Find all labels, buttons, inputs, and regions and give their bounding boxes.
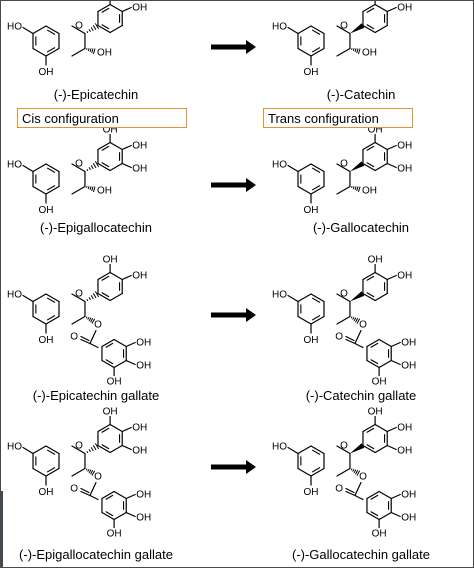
ester-oxygen-label: O	[359, 472, 367, 483]
ester-oxygen-label: O	[94, 320, 102, 331]
hydroxyl-5prime-label: OH	[397, 164, 412, 175]
galloyl-hydroxyl-label: OH	[401, 338, 416, 349]
galloyl-hydroxyl-label: OH	[372, 529, 387, 540]
compound-name-right: (-)-Gallocatechin gallate	[292, 547, 430, 562]
galloyl-hydroxyl-label: OH	[107, 529, 122, 540]
hydroxyl-5-label: OH	[304, 335, 319, 346]
ring-oxygen-label: O	[340, 159, 348, 170]
hydroxyl-5prime-label: OH	[132, 164, 147, 175]
hydroxyl-7-label: HO	[7, 22, 22, 33]
galloyl-hydroxyl-label: OH	[136, 361, 151, 372]
hydroxyl-7-label: HO	[7, 160, 22, 171]
galloyl-hydroxyl-label: OH	[401, 513, 416, 524]
hydroxyl-7-label: HO	[272, 442, 287, 453]
hydroxyl-4prime-label: OH	[397, 423, 412, 434]
hydroxyl-3-label: OH	[97, 48, 112, 59]
compound-name-left: (-)-Epigallocatechin gallate	[19, 547, 173, 562]
ring-oxygen-label: O	[75, 289, 83, 300]
hydroxyl-3prime-label: OH	[103, 407, 118, 418]
compound-name-left: (-)-Epicatechin gallate	[33, 388, 159, 403]
hydroxyl-5-label: OH	[39, 205, 54, 216]
right-arrow-icon	[211, 40, 256, 54]
hydroxyl-5-label: OH	[304, 487, 319, 498]
hydroxyl-5-label: OH	[39, 67, 54, 78]
structure-left-2: O HO OH OH OH OH OH	[7, 125, 147, 217]
right-arrow-icon	[211, 178, 256, 192]
hydroxyl-3prime-label: OH	[368, 407, 383, 418]
hydroxyl-5prime-label: OH	[397, 446, 412, 457]
ester-oxygen-label: O	[359, 320, 367, 331]
hydroxyl-4prime-label: OH	[397, 141, 412, 152]
hydroxyl-3prime-label: OH	[368, 255, 383, 266]
hydroxyl-7-label: HO	[7, 442, 22, 453]
hydroxyl-3-label: OH	[362, 48, 377, 59]
hydroxyl-4prime-label: OH	[132, 3, 147, 14]
galloyl-hydroxyl-label: OH	[401, 361, 416, 372]
carbonyl-oxygen-label: O	[70, 484, 78, 495]
hydroxyl-4prime-label: OH	[132, 423, 147, 434]
hydroxyl-5prime-label: OH	[132, 446, 147, 457]
compound-name-right: (-)-Catechin gallate	[306, 388, 417, 403]
compound-name-right: (-)-Catechin	[327, 87, 396, 102]
hydroxyl-7-label: HO	[272, 160, 287, 171]
trans-configuration-label: Trans configuration	[263, 108, 413, 128]
compound-name-left: (-)-Epigallocatechin	[40, 220, 152, 235]
right-arrow-icon	[211, 460, 256, 474]
ring-oxygen-label: O	[75, 21, 83, 32]
hydroxyl-3prime-label: OH	[103, 125, 118, 136]
ring-oxygen-label: O	[75, 159, 83, 170]
ring-oxygen-label: O	[340, 21, 348, 32]
hydroxyl-4prime-label: OH	[132, 141, 147, 152]
hydroxyl-7-label: HO	[272, 22, 287, 33]
hydroxyl-5-label: OH	[304, 205, 319, 216]
ring-oxygen-label: O	[340, 289, 348, 300]
compound-name-left: (-)-Epicatechin	[54, 87, 139, 102]
hydroxyl-3prime-label: OH	[103, 255, 118, 266]
hydroxyl-7-label: HO	[272, 290, 287, 301]
galloyl-hydroxyl-label: OH	[136, 490, 151, 501]
ring-oxygen-label: O	[340, 441, 348, 452]
cis-configuration-label: Cis configuration	[17, 108, 187, 128]
edge-strip	[1, 491, 3, 567]
galloyl-hydroxyl-label: OH	[401, 490, 416, 501]
hydroxyl-4prime-label: OH	[397, 271, 412, 282]
hydroxyl-3prime-label: OH	[368, 125, 383, 136]
galloyl-hydroxyl-label: OH	[107, 377, 122, 388]
compound-name-right: (-)-Gallocatechin	[313, 220, 409, 235]
galloyl-hydroxyl-label: OH	[136, 513, 151, 524]
hydroxyl-4prime-label: OH	[132, 271, 147, 282]
carbonyl-oxygen-label: O	[335, 332, 343, 343]
structure-right-2: O HO OH OH OH OH OH	[272, 125, 412, 217]
ester-oxygen-label: O	[94, 472, 102, 483]
galloyl-hydroxyl-label: OH	[372, 377, 387, 388]
hydroxyl-5-label: OH	[39, 335, 54, 346]
carbonyl-oxygen-label: O	[70, 332, 78, 343]
ring-oxygen-label: O	[75, 441, 83, 452]
hydroxyl-7-label: HO	[7, 290, 22, 301]
carbonyl-oxygen-label: O	[335, 484, 343, 495]
hydroxyl-3-label: OH	[97, 186, 112, 197]
hydroxyl-5-label: OH	[304, 67, 319, 78]
hydroxyl-3-label: OH	[362, 186, 377, 197]
hydroxyl-4prime-label: OH	[397, 3, 412, 14]
galloyl-hydroxyl-label: OH	[136, 338, 151, 349]
right-arrow-icon	[211, 308, 256, 322]
hydroxyl-5-label: OH	[39, 487, 54, 498]
